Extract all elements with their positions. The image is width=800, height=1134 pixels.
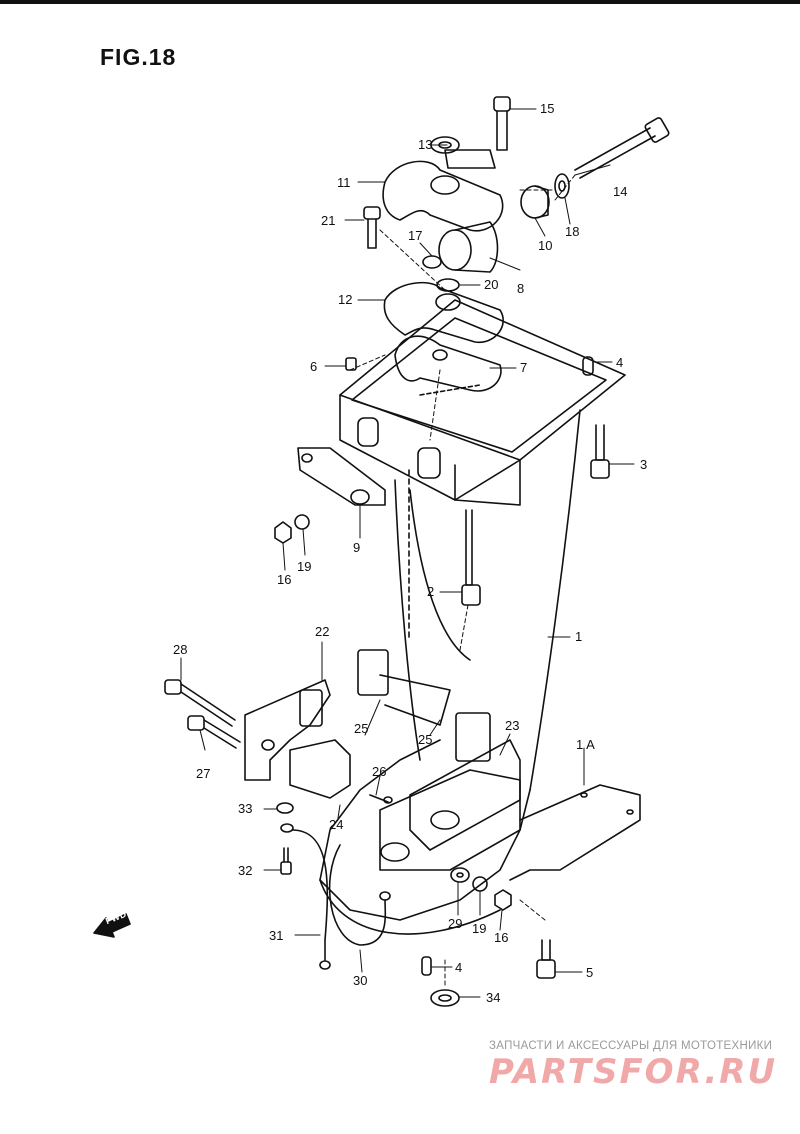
part-label-25b[interactable]: 25 [418,732,433,747]
part-label-19b[interactable]: 19 [472,921,487,936]
part-label-9[interactable]: 9 [353,540,361,555]
mount-bracket-part-7[interactable] [394,335,502,392]
part-label-18[interactable]: 18 [565,224,580,239]
bolt-part-28[interactable] [164,679,236,727]
part-label-25a[interactable]: 25 [354,721,369,736]
pin-part-26[interactable] [369,794,393,804]
oil-seal-part-5[interactable] [430,989,460,1007]
part-label-4b[interactable]: 4 [455,960,463,975]
washer-part-17[interactable] [422,255,442,269]
nut-part-16b[interactable] [494,889,512,911]
grease-nipple-part-6[interactable] [345,357,357,371]
part-label-15[interactable]: 15 [540,101,555,116]
plate-part-9[interactable] [297,447,386,506]
top-border [0,0,800,4]
part-label-28[interactable]: 28 [173,642,188,657]
part-label-26[interactable]: 26 [372,764,387,779]
part-label-1[interactable]: 1 [575,629,583,644]
mount-cover-part-12[interactable] [383,281,504,343]
plate-part-24[interactable] [289,739,351,799]
bolt-part-21[interactable] [363,206,381,249]
part-label-31[interactable]: 31 [269,928,284,943]
washer-part-33[interactable] [276,802,294,814]
part-label-29[interactable]: 29 [448,916,463,931]
mount-cover-part-11[interactable] [382,149,504,232]
part-label-33[interactable]: 33 [238,801,253,816]
part-label-5[interactable]: 34 [486,990,501,1005]
rubber-pad-part-25b[interactable] [455,712,491,762]
part-label-34[interactable]: 5 [586,965,594,980]
ground-wire-part-30[interactable] [328,844,391,946]
part-label-16b[interactable]: 16 [494,930,509,945]
bolt-part-27[interactable] [187,715,241,749]
washer-part-20[interactable] [436,278,460,292]
screw-part-32[interactable] [280,847,292,875]
dowel-pin-part-4[interactable] [582,356,594,376]
washer-part-29[interactable] [450,867,470,883]
assembly-lines [349,174,576,989]
part-label-21[interactable]: 21 [321,213,336,228]
bolt-part-3[interactable] [590,424,610,479]
part-label-24[interactable]: 24 [329,817,344,832]
nut-part-16[interactable] [274,521,292,544]
washer-part-19[interactable] [294,514,310,530]
long-bolt-part-14[interactable] [574,117,670,179]
part-label-19[interactable]: 19 [297,559,312,574]
part-label-23[interactable]: 23 [505,718,520,733]
bolt-part-34[interactable] [536,939,556,979]
part-label-6[interactable]: 6 [310,359,318,374]
part-label-2[interactable]: 2 [427,584,435,599]
part-label-17[interactable]: 17 [408,228,423,243]
part-label-10[interactable]: 10 [538,238,553,253]
part-label-14[interactable]: 14 [613,184,628,199]
part-label-13[interactable]: 13 [418,137,433,152]
rubber-mount-part-8[interactable] [438,221,499,273]
part-label-8[interactable]: 8 [517,281,525,296]
watermark-tagline: ЗАПЧАСТИ И АКСЕССУАРЫ ДЛЯ МОТОТЕХНИКИ [489,1040,773,1052]
cover-plate-part-23[interactable] [409,739,521,851]
part-label-22[interactable]: 22 [315,624,330,639]
part-label-1a[interactable]: 1 A [576,737,595,752]
dowel-pin-part-4b[interactable] [421,956,432,976]
part-label-30[interactable]: 30 [353,973,368,988]
part-label-27[interactable]: 27 [196,766,211,781]
leader-lines [180,108,635,998]
fwd-arrow [93,913,131,938]
watermark-logo: PARTSFOR.RU [489,1052,778,1092]
part-label-20[interactable]: 20 [484,277,499,292]
part-label-16[interactable]: 16 [277,572,292,587]
part-label-12[interactable]: 12 [338,292,353,307]
part-label-7[interactable]: 7 [520,360,528,375]
rubber-pad-part-25a[interactable] [357,649,451,726]
part-label-11[interactable]: 11 [337,175,351,190]
washer-part-18[interactable] [554,173,570,199]
part-label-3[interactable]: 3 [640,457,648,472]
ground-wire-part-31[interactable] [280,823,331,970]
figure-title: FIG.18 [100,44,177,70]
driveshaft-housing-part-1[interactable] [319,299,626,935]
gasket-part-1A[interactable] [509,784,641,881]
bracket-part-22[interactable] [244,679,331,781]
part-label-4[interactable]: 4 [616,355,624,370]
part-label-32[interactable]: 32 [238,863,253,878]
stud-bolt-part-2[interactable] [461,509,481,606]
bolt-part-15[interactable] [493,96,511,151]
bushing-part-10[interactable] [520,185,550,219]
